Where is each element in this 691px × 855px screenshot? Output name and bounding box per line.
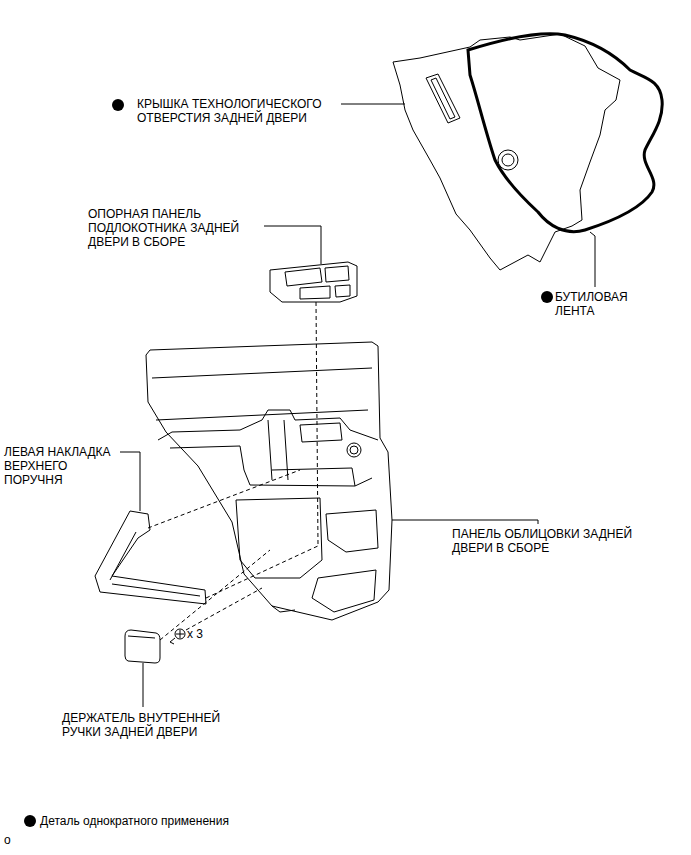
part-name: ЛЕВАЯ НАКЛАДКА ВЕРХНЕГО ПОРУЧНЯ xyxy=(4,445,128,487)
part-name: КРЫШКА ТЕХНОЛОГИЧЕСКОГО ОТВЕРСТИЯ ЗАДНЕЙ… xyxy=(137,97,345,125)
leader-line xyxy=(120,452,140,511)
armrest-base-panel xyxy=(270,262,357,302)
quantity-label: x 3 xyxy=(187,627,227,641)
single-use-mark xyxy=(24,815,36,827)
leader-line xyxy=(143,663,144,707)
part-name: БУТИЛОВАЯ ЛЕНТА xyxy=(555,290,647,318)
inside-handle-bezel xyxy=(125,630,160,663)
leader-line xyxy=(264,226,321,264)
single-use-mark xyxy=(541,291,553,303)
leader-line xyxy=(390,520,538,524)
part-name: ДЕРЖАТЕЛЬ ВНУТРЕННЕЙ РУЧКИ ЗАДНЕЙ ДВЕРИ xyxy=(62,711,262,739)
single-use-mark xyxy=(112,99,124,111)
part-name: ОПОРНАЯ ПАНЕЛЬ ПОДЛОКОТНИКА ЗАДНЕЙ ДВЕРИ… xyxy=(88,207,262,249)
cover-hole xyxy=(498,150,518,170)
screw xyxy=(170,629,185,644)
cover-slot-inner xyxy=(431,78,455,119)
service-hole-cover xyxy=(393,34,620,270)
handle-garnish-inner xyxy=(110,532,200,596)
legend-text: Деталь однократного применения xyxy=(40,814,229,828)
handle-garnish xyxy=(95,511,206,604)
door-trim-panel xyxy=(146,342,392,620)
part-name: ПАНЕЛЬ ОБЛИЦОВКИ ЗАДНЕЙ ДВЕРИ В СБОРЕ xyxy=(452,527,634,555)
part-name: o xyxy=(4,833,24,847)
leader-line xyxy=(341,104,405,105)
leader-line xyxy=(590,232,595,287)
butyl-tape xyxy=(468,34,662,232)
cover-hole-inner xyxy=(502,154,514,166)
cover-slot xyxy=(426,74,460,123)
alignment-line xyxy=(148,302,320,640)
